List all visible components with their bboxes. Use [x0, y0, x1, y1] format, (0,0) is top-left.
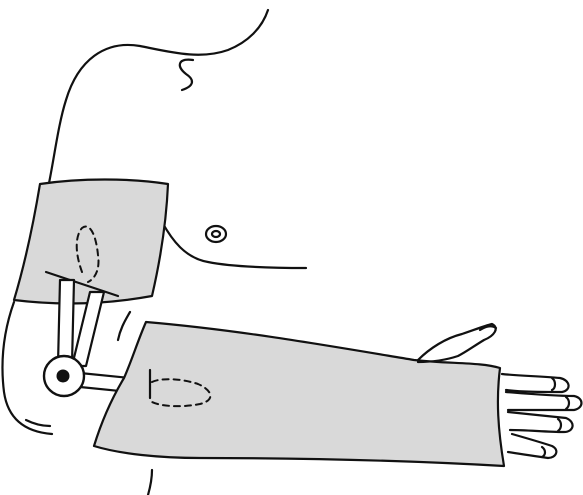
hand-fingers [502, 374, 582, 458]
nipple-mark [206, 226, 226, 242]
hand-thumb [418, 324, 496, 362]
forearm-cuff [94, 322, 504, 466]
upper-arm-cuff [14, 180, 168, 304]
hinge-joint [44, 356, 84, 396]
